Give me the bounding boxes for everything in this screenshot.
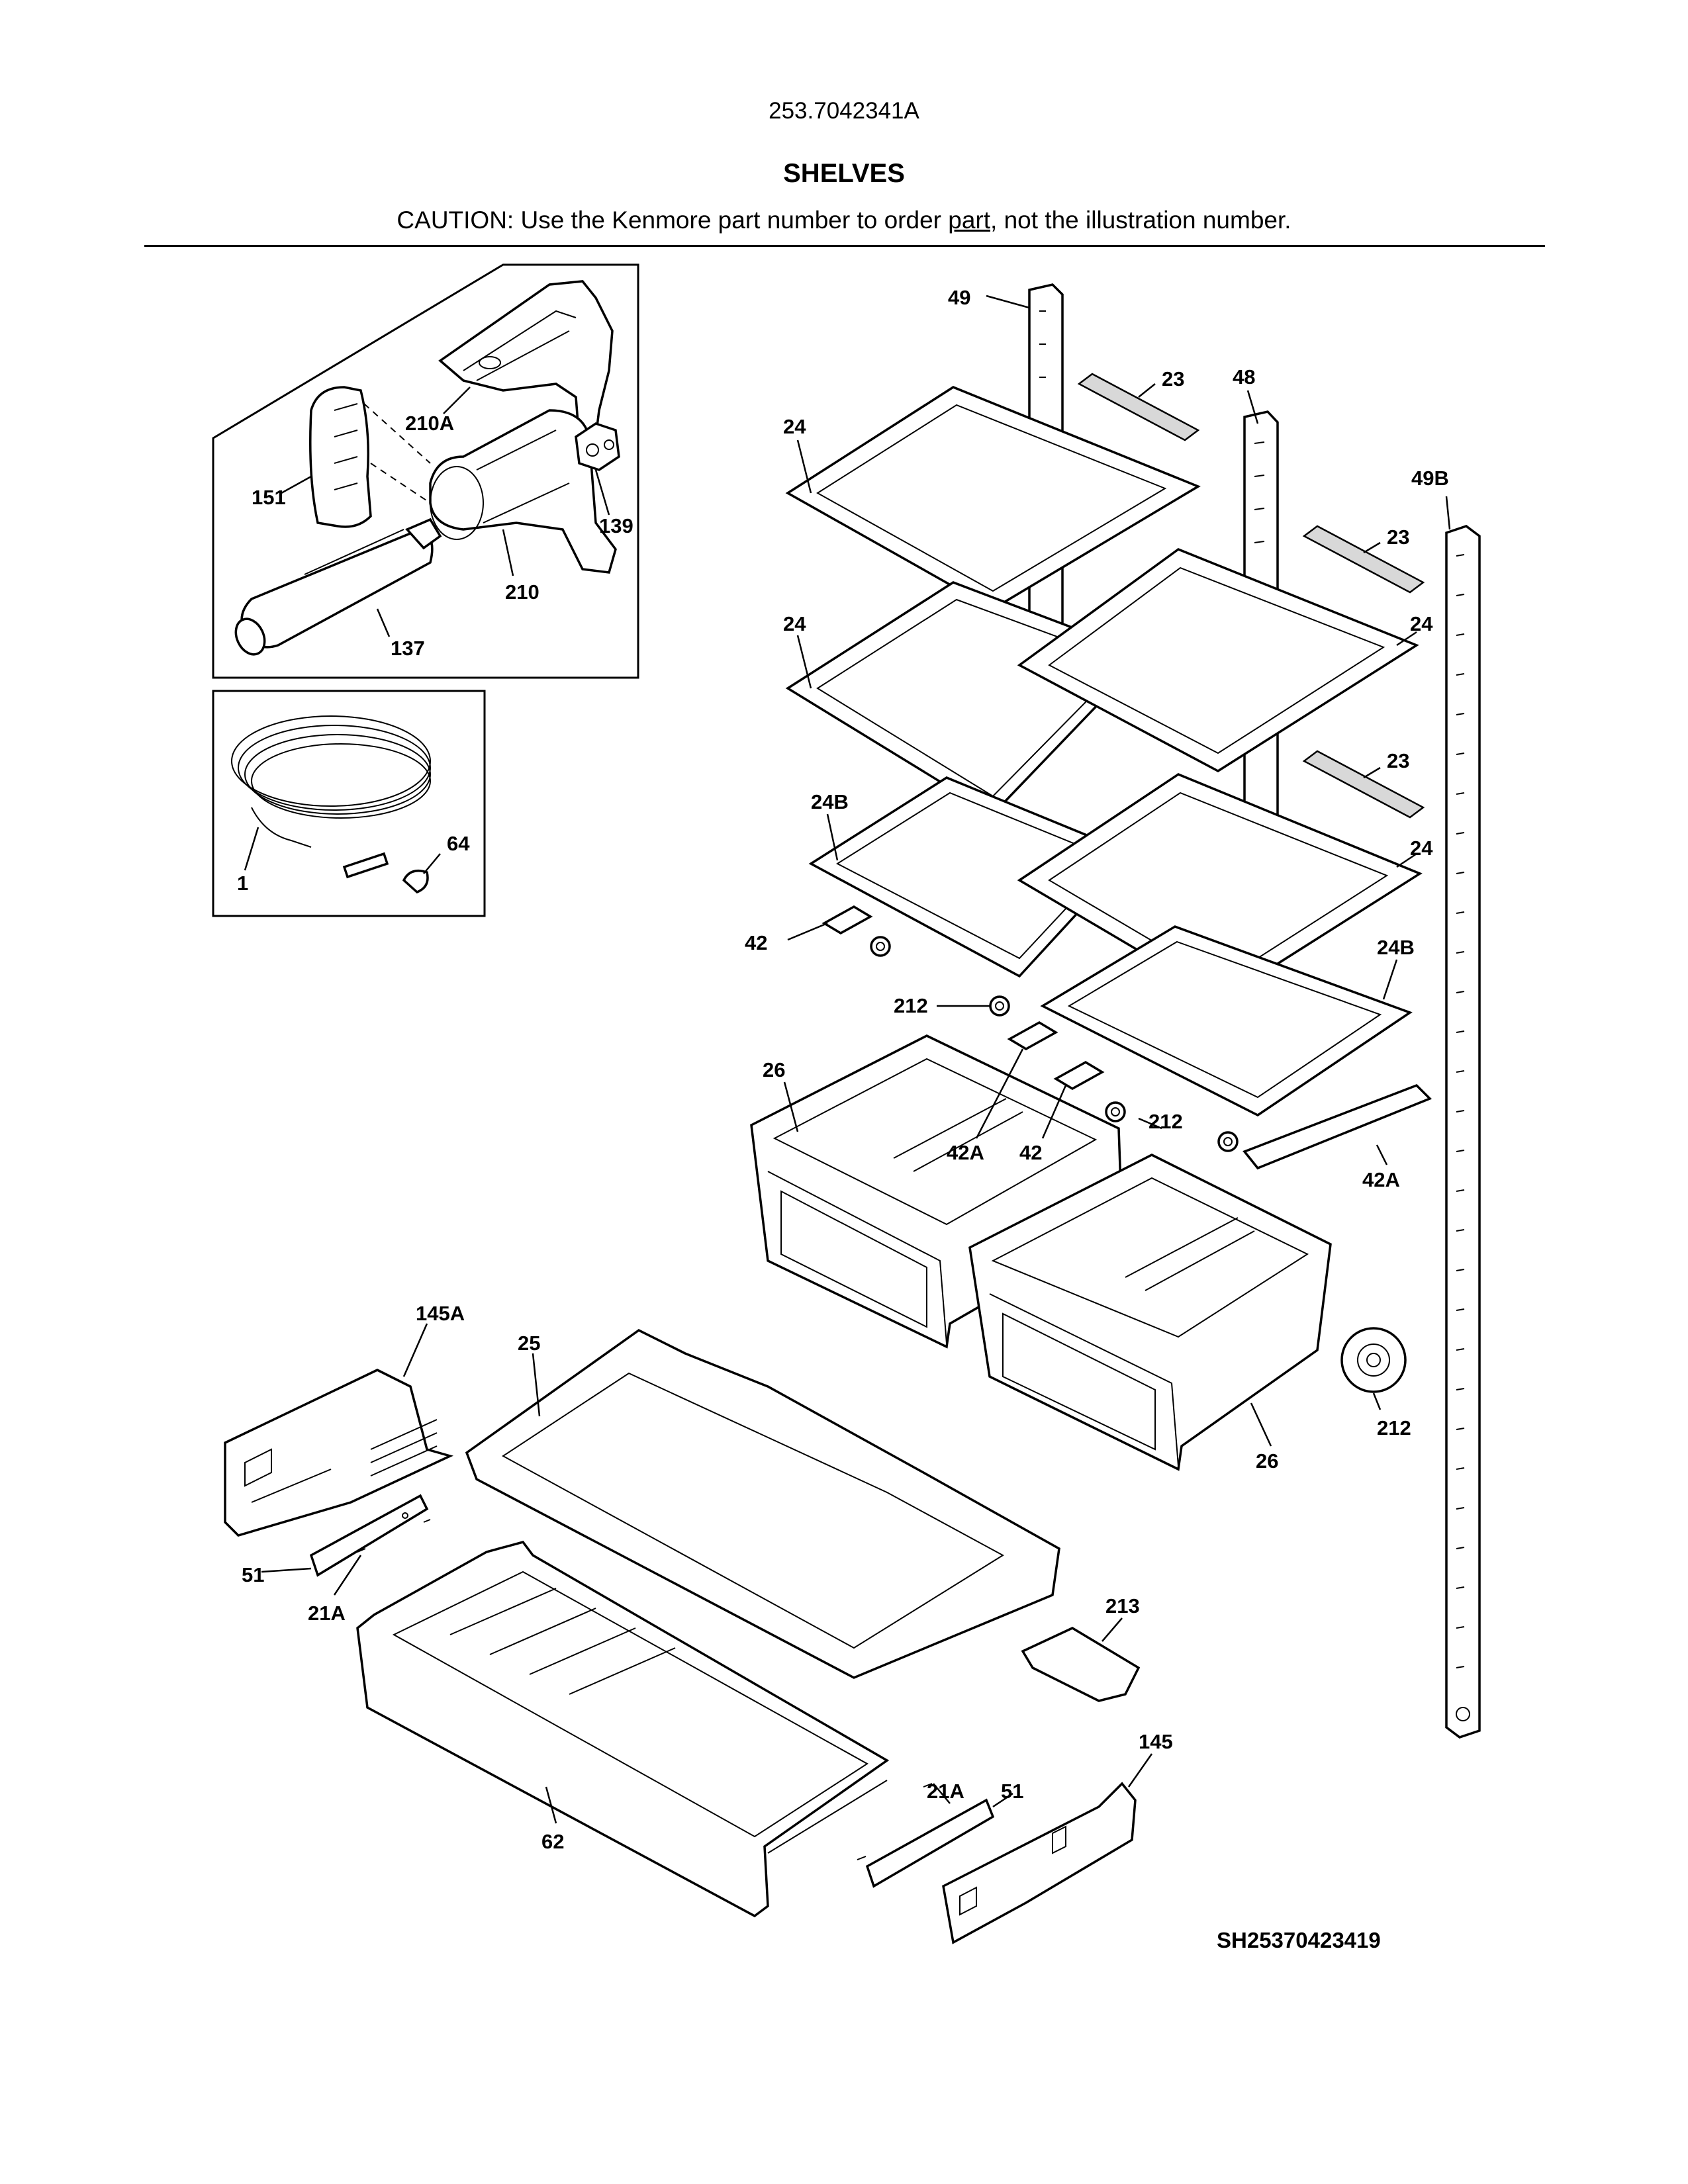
- caution-text-end: , not the illustration number.: [990, 206, 1291, 234]
- callout-23-top: 23: [1162, 367, 1184, 390]
- callout-24b-left: 24B: [811, 790, 849, 813]
- callout-42a-right: 42A: [1362, 1168, 1400, 1191]
- filter-door: [309, 386, 372, 528]
- callout-151: 151: [252, 486, 286, 509]
- filter-housing-cover: [438, 280, 614, 442]
- callout-42-left: 42: [745, 931, 767, 954]
- drawer-bracket-42-right: [1053, 1060, 1105, 1091]
- callout-49b: 49B: [1411, 467, 1449, 490]
- callout-145a: 145A: [416, 1302, 465, 1325]
- leader-lines: [244, 295, 1451, 1824]
- shelf-rail-49b: [1445, 525, 1481, 1739]
- callout-212-bottom: 212: [1377, 1416, 1411, 1439]
- glass-shelf-top: [785, 386, 1201, 611]
- callout-137: 137: [391, 637, 425, 660]
- callout-51-left: 51: [242, 1563, 264, 1586]
- callout-23-bottom: 23: [1387, 749, 1409, 772]
- caution-note: CAUTION: Use the Kenmore part number to …: [0, 206, 1688, 234]
- header-rule: [144, 245, 1545, 247]
- callout-1: 1: [237, 872, 248, 895]
- callout-labels: 151 210A 139 210 137 1 64 49 23 48 24 49…: [237, 286, 1449, 1853]
- callout-26-lower: 26: [1256, 1449, 1278, 1473]
- water-filter-cartridge: [234, 403, 442, 656]
- filter-valve: [575, 422, 620, 471]
- callout-213: 213: [1105, 1594, 1140, 1617]
- callout-49: 49: [948, 286, 970, 309]
- callout-24b-right: 24B: [1377, 936, 1415, 959]
- shelf-support-23-top: [1077, 373, 1200, 441]
- callout-212-middle: 212: [1149, 1110, 1183, 1133]
- tubing-inset: [212, 690, 486, 917]
- drawer-slide-left: [309, 1494, 429, 1577]
- drawer-bracket-42a-right: [1243, 1083, 1432, 1170]
- section-title: SHELVES: [783, 159, 905, 188]
- deli-drawer-frame-right: [942, 1782, 1137, 1944]
- crisper-drawer-right: [968, 1154, 1332, 1471]
- shelf-support-23-middle: [1302, 525, 1425, 594]
- filter-inset: [212, 263, 639, 679]
- callout-24-right-lower: 24: [1410, 837, 1433, 860]
- callout-210: 210: [505, 580, 539, 604]
- drawer-rollers: [870, 936, 1407, 1393]
- callout-42-right: 42: [1019, 1141, 1042, 1164]
- drawer-bracket-42-left: [821, 905, 873, 935]
- tube-clip: [402, 870, 429, 894]
- drawer-bracket-42a-left: [1007, 1021, 1058, 1051]
- callout-64: 64: [447, 832, 470, 855]
- tube-fitting: [342, 852, 389, 879]
- drawer-slide-right: [865, 1798, 995, 1888]
- callout-25: 25: [518, 1332, 540, 1355]
- crisper-cover-shelf: [465, 1328, 1060, 1679]
- shelf-support-23-bottom: [1302, 750, 1425, 819]
- glass-shelf-right-upper: [1017, 548, 1419, 773]
- glass-shelf-24b-right: [1040, 925, 1413, 1117]
- water-tube-coil: [231, 715, 431, 848]
- callout-21a-right: 21A: [927, 1780, 964, 1803]
- callout-212-top: 212: [894, 994, 928, 1017]
- screws: [357, 1519, 933, 1860]
- deli-drawer-pan: [356, 1540, 890, 1918]
- callout-62: 62: [541, 1830, 564, 1853]
- callout-48: 48: [1233, 365, 1255, 388]
- deli-drawer-frame-left: [224, 1369, 453, 1537]
- callout-139: 139: [599, 514, 633, 537]
- caution-underlined-word: part: [948, 206, 991, 234]
- callout-210a: 210A: [405, 412, 454, 435]
- caution-text: CAUTION: Use the Kenmore part number to …: [397, 206, 949, 234]
- callout-24-right-upper: 24: [1410, 612, 1433, 635]
- model-number: 253.7042341A: [769, 98, 919, 124]
- callout-51-right: 51: [1001, 1780, 1023, 1803]
- callout-26-upper: 26: [763, 1058, 785, 1081]
- callout-21a-left: 21A: [308, 1602, 346, 1625]
- callout-23-middle: 23: [1387, 525, 1409, 549]
- callout-24-top: 24: [783, 415, 806, 438]
- callout-42a-left: 42A: [947, 1141, 984, 1164]
- callout-24-left: 24: [783, 612, 806, 635]
- cover-support-bracket: [1021, 1627, 1141, 1702]
- diagram-code: SH25370423419: [1217, 1928, 1381, 1952]
- callout-145: 145: [1139, 1730, 1173, 1753]
